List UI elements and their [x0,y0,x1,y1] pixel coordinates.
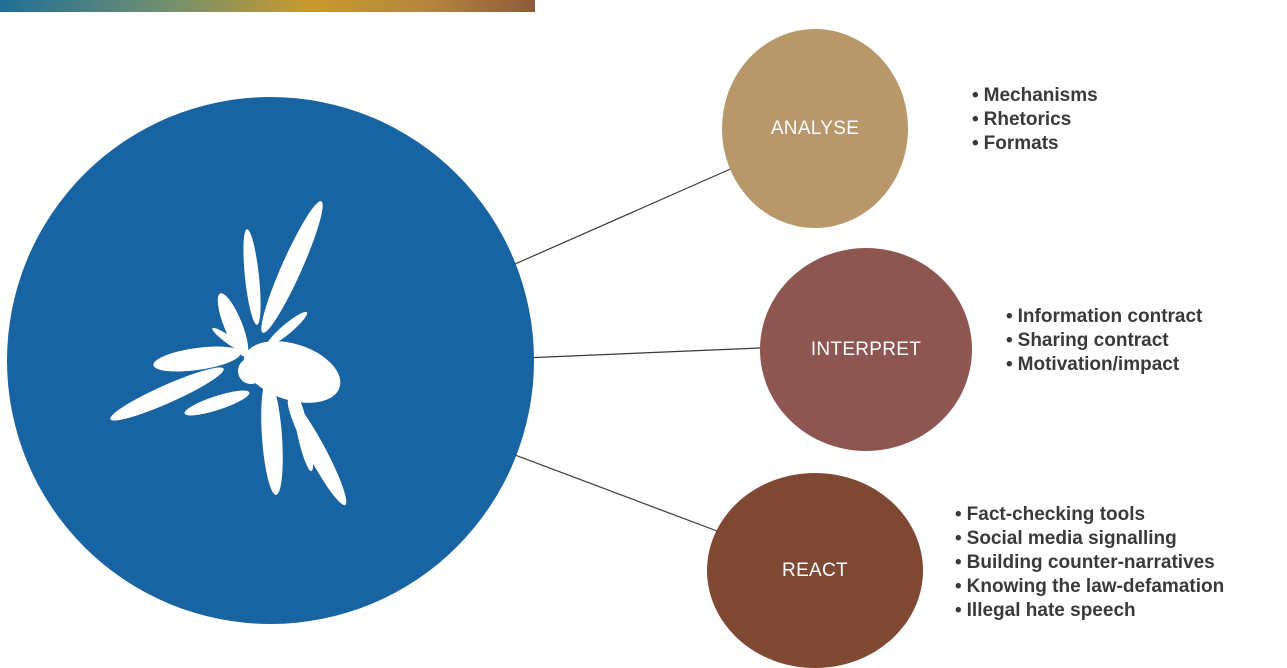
node-interpret: INTERPRET [760,248,972,451]
bullet-item: Illegal hate speech [955,599,1224,623]
petal-logo-icon [110,201,347,506]
bullet-item: Rhetorics [972,108,1098,132]
bullet-item: Knowing the law-defamation [955,575,1225,599]
react-bullet-list: Fact-checking tools Social media signall… [955,503,1225,623]
node-analyse: ANALYSE [722,29,908,228]
bullet-item: Mechanisms [972,84,1098,108]
node-analyse-label: ANALYSE [770,117,860,139]
bullet-item: Fact-checking tools [955,503,1224,527]
bullet-item: Information contract [1006,305,1203,329]
connector-react [506,451,718,532]
central-hub-circle [7,97,534,624]
bullet-item: Building counter-narratives [955,551,1224,575]
bullet-item: Sharing contract [1006,329,1202,353]
bullet-item: Formats [972,132,1098,156]
connector-analyse [505,166,736,269]
bullet-item: Social media signalling [955,527,1224,551]
node-react: REACT [707,473,923,668]
node-react-label: REACT [782,559,848,581]
interpret-bullet-list: Information contract Sharing contract Mo… [1006,305,1203,377]
bullet-item: Motivation/impact [1006,353,1202,377]
connector-interpret [522,347,761,359]
header-gradient-banner [0,0,535,12]
node-interpret-label: INTERPRET [810,338,922,360]
analyse-bullet-list: Mechanisms Rhetorics Formats [972,84,1098,156]
